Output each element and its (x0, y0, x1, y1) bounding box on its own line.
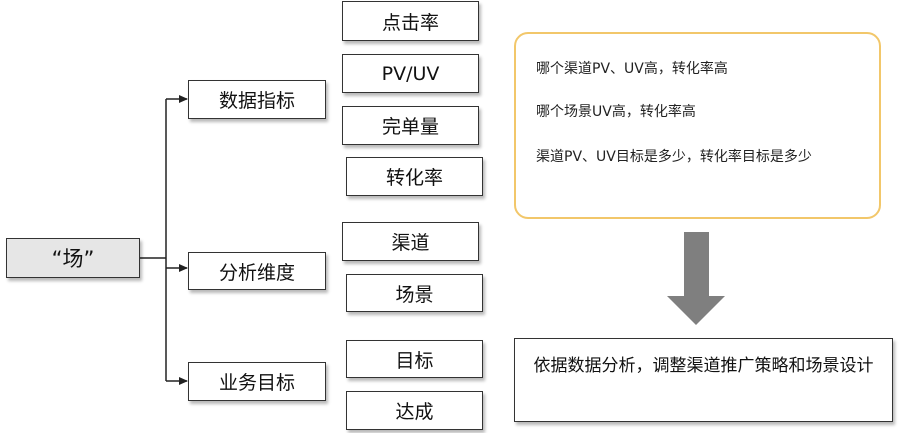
down-arrow-icon (667, 232, 725, 325)
leaf-label: 目标 (395, 349, 434, 372)
category-node-dimensions: 分析维度 (188, 252, 326, 290)
category-label: 数据指标 (218, 90, 295, 112)
leaf-label: 达成 (395, 401, 434, 423)
leaf-node-channel: 渠道 (342, 222, 479, 261)
leaf-label: 渠道 (391, 232, 430, 254)
root-label: “场” (51, 247, 95, 271)
leaf-label: 转化率 (385, 167, 443, 189)
conclusion-text: 依据数据分析，调整渠道推广策略和场景设计 (533, 356, 874, 376)
leaf-node-target: 目标 (346, 340, 483, 378)
leaf-label: PV/UV (381, 62, 440, 85)
note-line: 渠道PV、UV目标是多少，转化率目标是多少 (536, 149, 812, 165)
leaf-node-click-rate: 点击率 (342, 1, 479, 41)
note-line: 哪个场景UV高，转化率高 (536, 104, 696, 120)
leaf-node-pv-uv: PV/UV (342, 54, 479, 93)
root-node: “场” (6, 238, 140, 278)
category-label: 业务目标 (218, 372, 295, 394)
leaf-label: 点击率 (381, 11, 439, 34)
leaf-label: 完单量 (381, 116, 439, 138)
questions-note: 哪个渠道PV、UV高，转化率高 哪个场景UV高，转化率高 渠道PV、UV目标是多… (514, 32, 881, 219)
leaf-node-conversion-rate: 转化率 (346, 157, 483, 196)
leaf-node-achievement: 达成 (346, 391, 483, 430)
conclusion-box: 依据数据分析，调整渠道推广策略和场景设计 (514, 338, 893, 422)
leaf-label: 场景 (395, 283, 434, 306)
category-node-metrics: 数据指标 (188, 80, 326, 119)
category-label: 分析维度 (218, 261, 295, 284)
category-node-goals: 业务目标 (188, 362, 326, 401)
note-line: 哪个渠道PV、UV高，转化率高 (536, 61, 728, 77)
leaf-node-orders: 完单量 (342, 106, 479, 145)
leaf-node-scene: 场景 (346, 274, 483, 312)
